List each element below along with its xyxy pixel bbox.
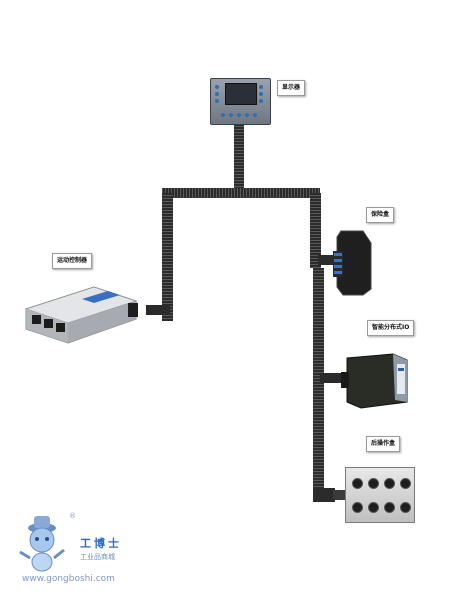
display-button: [229, 113, 233, 117]
cable-right-upper: [310, 193, 338, 268]
knob: [352, 502, 363, 513]
display-screen: [225, 83, 257, 105]
display-button: [259, 92, 263, 96]
watermark-url: www.gongboshi.com: [22, 574, 115, 584]
registered-mark: ®: [69, 512, 76, 520]
display-panel-icon: [210, 78, 271, 125]
cable-top-bar: [162, 188, 320, 198]
knob: [400, 478, 411, 489]
knob: [352, 478, 363, 489]
label-motion-controller: 运动控制器: [52, 253, 93, 269]
display-button: [253, 113, 257, 117]
robot-mascot-icon: [19, 516, 65, 572]
cable-left-vertical: [146, 193, 173, 321]
label-distributed-io: 智能分布式IO: [367, 320, 415, 336]
watermark-brand: 工博士: [80, 537, 122, 550]
io-module-icon: [341, 353, 408, 409]
display-button: [245, 113, 249, 117]
cable-display-down: [234, 123, 244, 193]
knob: [368, 478, 379, 489]
fuse-box-icon: [333, 230, 372, 296]
label-fuse-box: 保险盒: [366, 207, 395, 223]
label-rear-panel: 后操作盒: [366, 436, 401, 452]
knob: [384, 502, 395, 513]
display-button: [259, 99, 263, 103]
motion-controller-icon: [24, 286, 138, 344]
display-button: [215, 99, 219, 103]
knob: [368, 502, 379, 513]
label-display: 显示器: [277, 80, 306, 96]
knob: [400, 502, 411, 513]
control-panel-icon: [345, 467, 415, 523]
display-button: [259, 85, 263, 89]
watermark-subtitle: 工业品商城: [80, 553, 115, 561]
display-button: [215, 92, 219, 96]
display-button: [237, 113, 241, 117]
display-button: [221, 113, 225, 117]
cable-right-lower: [313, 268, 347, 502]
display-button: [215, 85, 219, 89]
knob: [384, 478, 395, 489]
